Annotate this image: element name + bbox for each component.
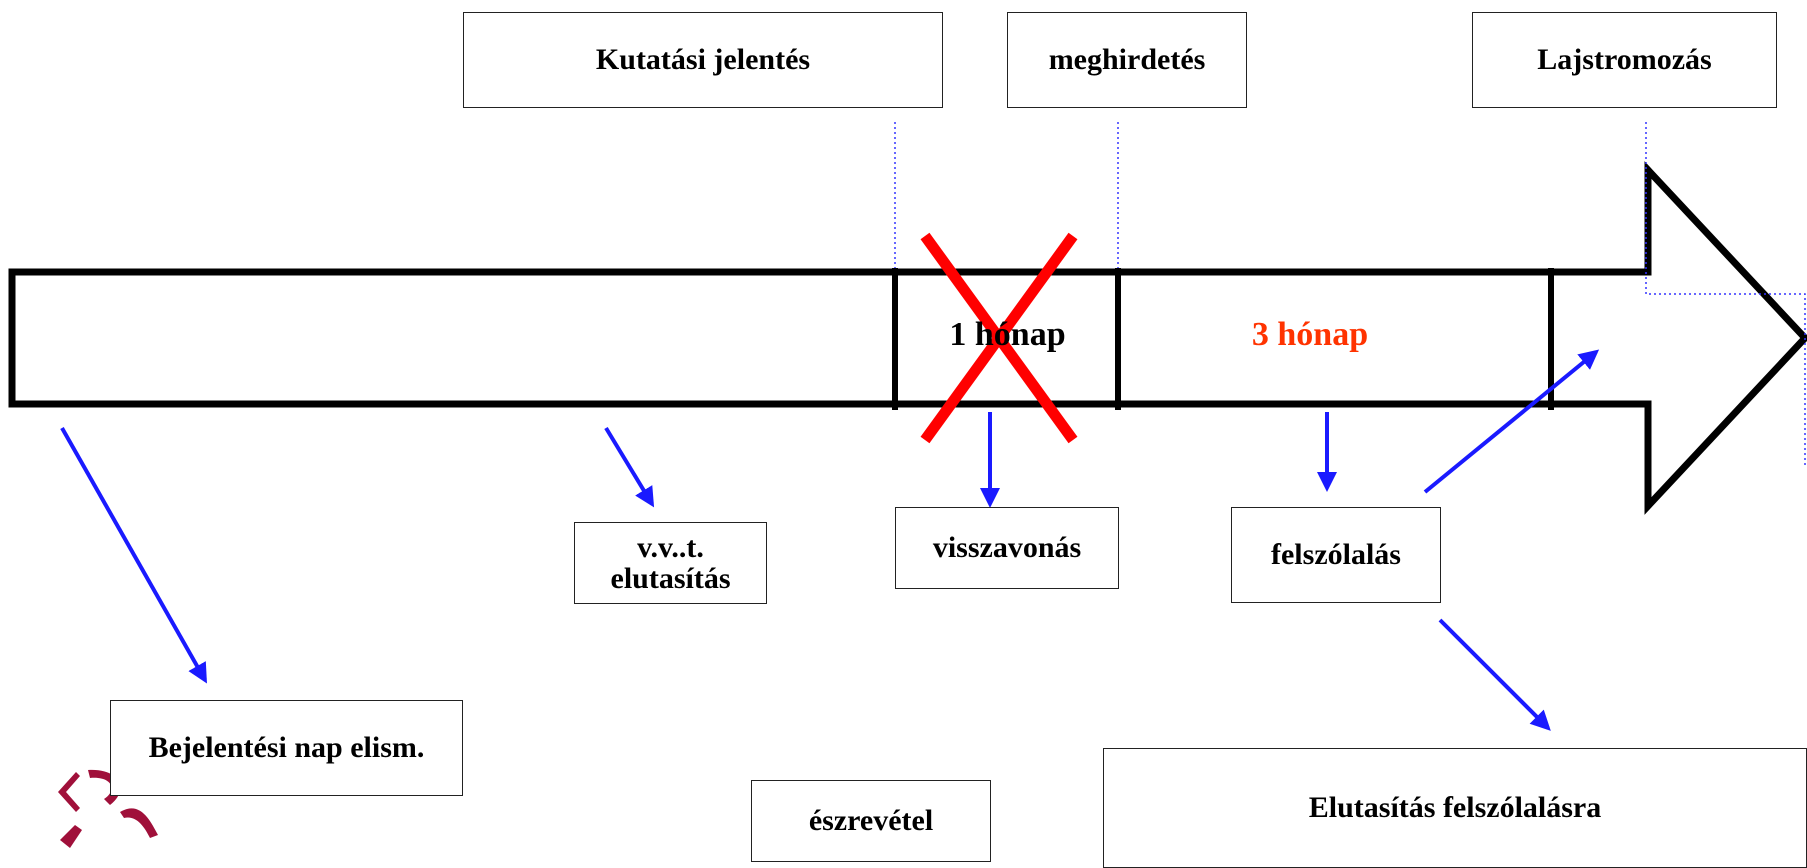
- box-eszrevetel: észrevétel: [751, 780, 991, 862]
- segment-three-months: 3 hónap: [1251, 316, 1369, 353]
- box-meghirdetes: meghirdetés: [1007, 12, 1247, 108]
- pointer-arrows: [60, 349, 1600, 731]
- vvt-line-2: elutasítás: [610, 562, 731, 595]
- box-felszolalas: felszólalás: [1231, 507, 1441, 603]
- timeline-arrow: [8, 161, 1807, 515]
- box-kutatasi-jelentes: Kutatási jelentés: [463, 12, 943, 108]
- red-cross: [920, 232, 1078, 444]
- segment-one-month: 1 hónap: [949, 316, 1066, 353]
- box-vvt-elutasitas: v.v..t. elutasítás: [574, 522, 767, 604]
- box-bejelentesi-nap: Bejelentési nap elism.: [110, 700, 463, 796]
- vvt-line-1: v.v..t.: [637, 530, 704, 564]
- box-elutasitas-felszolalasra: Elutasítás felszólalásra: [1103, 748, 1807, 868]
- dotted-guides: [894, 122, 1806, 468]
- box-visszavonas: visszavonás: [895, 507, 1119, 589]
- box-lajstromozas: Lajstromozás: [1472, 12, 1777, 108]
